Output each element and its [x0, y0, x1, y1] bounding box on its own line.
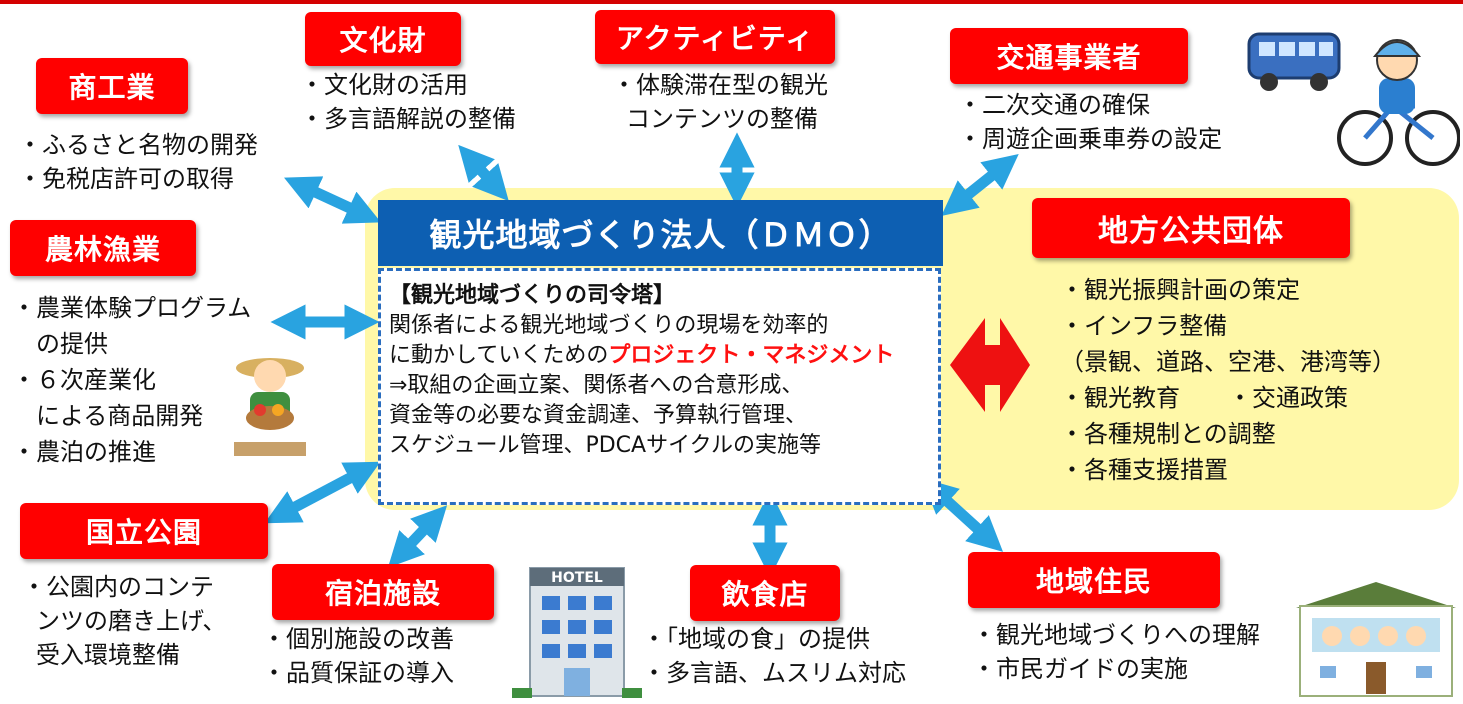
list-item: ・観光振興計画の策定: [1060, 276, 1300, 304]
list-item: ・二次交通の確保: [958, 91, 1150, 119]
arrow-lodging: [387, 505, 448, 568]
list-agriculture: ・農業体験プログラム の提供 ・６次産業化 による商品開発 ・農泊の推進: [12, 290, 251, 470]
dmo-description: 【観光地域づくりの司令塔】 関係者による観光地域づくりの現場を効率的 に動かして…: [378, 268, 941, 505]
arrow-park: [264, 461, 381, 524]
tag-cultural: 文化財: [305, 12, 461, 66]
bus-icon: [1247, 32, 1341, 91]
tag-park: 国立公園: [20, 503, 268, 559]
list-item: ・個別施設の改善: [262, 625, 454, 653]
list-item: ・品質保証の導入: [262, 659, 454, 687]
top-rule: [0, 0, 1463, 4]
hotel-icon: HOTEL: [512, 567, 642, 698]
list-item: の提供: [36, 330, 108, 358]
list-item: ・６次産業化: [12, 366, 156, 394]
list-item: ・インフラ整備: [1060, 312, 1228, 340]
list-item: ・ふるさと名物の開発: [18, 131, 258, 159]
tag-agriculture: 農林漁業: [10, 220, 196, 276]
list-item: ・多言語解説の整備: [300, 105, 516, 133]
cyclist-icon: [1337, 39, 1460, 166]
dmo-line-4: 資金等の必要な資金調達、予算執行管理、: [389, 403, 808, 428]
tag-restaurant: 飲食店: [690, 565, 840, 621]
list-item: 受入環境整備: [36, 641, 180, 669]
list-park: ・公園内のコンテ ンツの磨き上げ、 受入環境整備: [22, 570, 226, 672]
list-item: ・「地域の食」の提供: [642, 625, 870, 653]
list-commerce: ・ふるさと名物の開発 ・免税店許可の取得: [18, 128, 258, 196]
list-local-gov: ・観光振興計画の策定 ・インフラ整備 （景観、道路、空港、港湾等） ・観光教育 …: [1060, 272, 1396, 488]
list-item: ・周遊企画乗車券の設定: [958, 125, 1222, 153]
tag-residents: 地域住民: [968, 552, 1220, 608]
list-item: ・免税店許可の取得: [18, 165, 234, 193]
dmo-title: 観光地域づくり法人（ＤＭＯ）: [378, 200, 943, 266]
arrow-residents: [921, 478, 1004, 552]
list-item: コンテンツの整備: [626, 105, 818, 133]
dmo-line-3: ⇒取組の企画立案、関係者への合意形成、: [389, 373, 804, 398]
arrow-commerce: [284, 176, 381, 224]
tag-transport: 交通事業者: [950, 28, 1188, 84]
list-lodging: ・個別施設の改善 ・品質保証の導入: [262, 622, 454, 690]
tag-local-gov: 地方公共団体: [1032, 198, 1350, 258]
list-item: ンツの磨き上げ、: [36, 607, 227, 635]
dmo-heading: 【観光地域づくりの司令塔】: [389, 283, 676, 308]
list-item: ・文化財の活用: [300, 71, 468, 99]
tag-commerce: 商工業: [36, 58, 188, 114]
dmo-line-5: スケジュール管理、PDCAサイクルの実施等: [389, 433, 821, 458]
arrow-cultural: [458, 144, 509, 202]
list-cultural: ・文化財の活用 ・多言語解説の整備: [300, 68, 516, 136]
farmer-icon: [234, 358, 306, 456]
list-activity: ・体験滞在型の観光 コンテンツの整備: [612, 68, 828, 136]
list-item: ・多言語、ムスリム対応: [642, 659, 906, 687]
arrow-transport: [941, 154, 1019, 216]
list-restaurant: ・「地域の食」の提供 ・多言語、ムスリム対応: [642, 622, 906, 690]
list-item: による商品開発: [36, 402, 204, 430]
dmo-line-2-highlight: プロジェクト・マネジメント: [608, 343, 895, 368]
dmo-line-2-prefix: に動かしていくための: [389, 343, 609, 368]
list-item: ・体験滞在型の観光: [612, 71, 828, 99]
list-item: ・観光教育 ・交通政策: [1060, 384, 1348, 412]
list-item: ・公園内のコンテ: [22, 573, 214, 601]
list-item: ・市民ガイドの実施: [972, 655, 1188, 683]
list-item: ・各種支援措置: [1060, 456, 1228, 484]
list-residents: ・観光地域づくりへの理解 ・市民ガイドの実施: [972, 618, 1260, 686]
list-transport: ・二次交通の確保 ・周遊企画乗車券の設定: [958, 88, 1222, 156]
list-item: ・農泊の推進: [12, 438, 156, 466]
tag-activity: アクティビティ: [595, 10, 835, 64]
arrow-local-gov: [950, 318, 1030, 412]
dmo-line-1: 関係者による観光地域づくりの現場を効率的: [389, 313, 829, 338]
house-icon: [1296, 582, 1456, 697]
dmo-line-2: に動かしていくためのプロジェクト・マネジメント: [389, 341, 930, 371]
tag-lodging: 宿泊施設: [272, 564, 494, 620]
list-item: （景観、道路、空港、港湾等）: [1060, 348, 1396, 376]
list-item: ・観光地域づくりへの理解: [972, 621, 1260, 649]
list-item: ・農業体験プログラム: [12, 294, 252, 322]
hotel-sign-text: HOTEL: [551, 570, 603, 586]
list-item: ・各種規制との調整: [1060, 420, 1276, 448]
